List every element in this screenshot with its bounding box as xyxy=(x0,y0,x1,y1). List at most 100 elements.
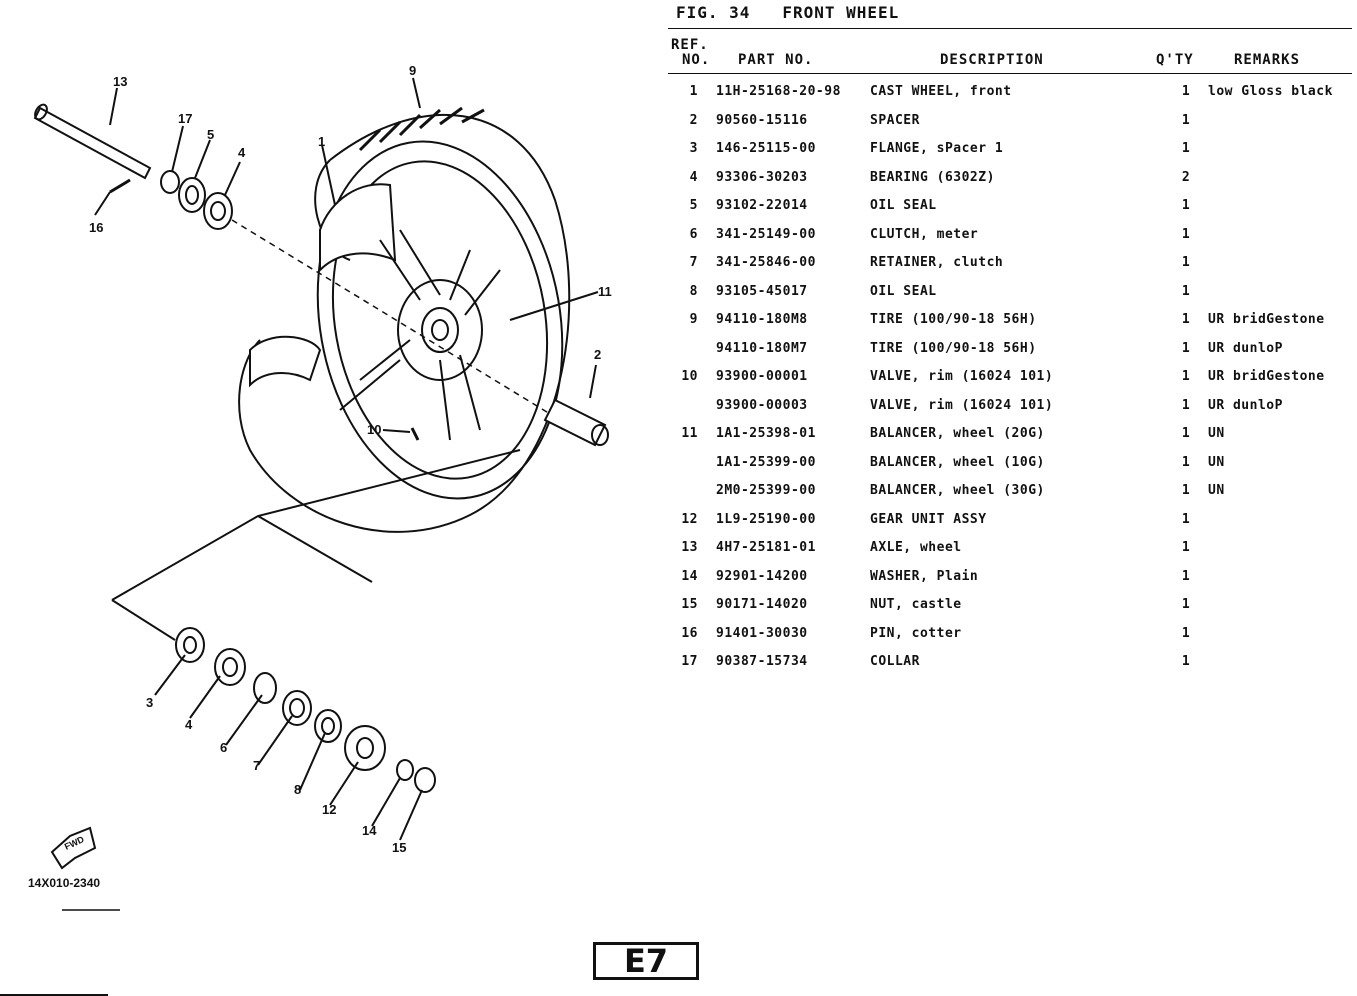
cell-ref: 3 xyxy=(689,141,698,156)
header-top-rule xyxy=(668,28,1352,29)
cell-description: FLANGE, sPacer 1 xyxy=(870,141,1004,156)
cell-description: AXLE, wheel xyxy=(870,540,962,555)
cell-qty: 1 xyxy=(1181,283,1191,299)
cell-qty: 1 xyxy=(1181,483,1191,498)
callout-16: 16 xyxy=(89,220,104,235)
cell-remarks: UN xyxy=(1208,426,1225,441)
cell-description: VALVE, rim (16024 101) xyxy=(870,397,1054,413)
cell-qty: 1 xyxy=(1181,540,1191,555)
cell-ref: 12 xyxy=(681,511,698,527)
header-description: DESCRIPTION xyxy=(940,52,1044,68)
diagram-code: 14X010-2340 xyxy=(28,876,101,890)
cell-part-no: 146-25115-00 xyxy=(716,141,816,156)
callout-11: 11 xyxy=(598,284,612,299)
table-row: 2M0-25399-00 BALANCER, wheel (30G) 1 UN xyxy=(668,483,1357,509)
cell-description: VALVE, rim (16024 101) xyxy=(870,369,1054,384)
callout-8: 8 xyxy=(294,782,302,797)
cell-remarks: UR bridGestone xyxy=(1208,369,1325,384)
header-ref-line1: REF. xyxy=(671,37,709,53)
cell-ref: 7 xyxy=(689,255,698,270)
cell-description: GEAR UNIT ASSY xyxy=(870,511,987,527)
callout-6: 6 xyxy=(220,740,228,755)
cell-qty: 1 xyxy=(1181,198,1191,213)
cell-part-no: 1L9-25190-00 xyxy=(716,511,816,527)
cell-part-no: 94110-180M7 xyxy=(716,340,808,356)
cell-qty: 1 xyxy=(1181,426,1191,441)
cell-qty: 1 xyxy=(1181,255,1191,270)
cell-description: RETAINER, clutch xyxy=(870,255,1004,270)
cell-ref: 11 xyxy=(681,426,698,441)
cell-part-no: 90560-15116 xyxy=(716,112,808,128)
cell-part-no: 92901-14200 xyxy=(716,568,808,584)
cell-part-no: 11H-25168-20-98 xyxy=(716,84,841,99)
cell-ref: 6 xyxy=(689,226,698,242)
cell-qty: 1 xyxy=(1181,369,1191,384)
cell-description: TIRE (100/90-18 56H) xyxy=(870,312,1037,327)
cell-description: WASHER, Plain xyxy=(870,568,979,584)
cell-part-no: 2M0-25399-00 xyxy=(716,483,816,498)
header-ref-line2: NO. xyxy=(682,52,711,68)
cell-part-no: 94110-180M8 xyxy=(716,312,808,327)
cell-part-no: 341-25149-00 xyxy=(716,226,816,242)
callout-5: 5 xyxy=(207,127,215,142)
callout-17: 17 xyxy=(178,111,193,126)
cell-description: NUT, castle xyxy=(870,597,962,612)
cell-part-no: 1A1-25399-00 xyxy=(716,454,816,470)
cell-ref: 13 xyxy=(681,540,698,555)
cell-ref: 17 xyxy=(681,654,698,669)
cell-remarks: UN xyxy=(1208,483,1225,498)
header-remarks: REMARKS xyxy=(1234,52,1301,68)
cell-description: COLLAR xyxy=(870,654,920,669)
cell-remarks: UR dunloP xyxy=(1208,397,1283,413)
header-bottom-rule xyxy=(668,73,1352,74)
cell-ref: 10 xyxy=(681,369,698,384)
callout-9: 9 xyxy=(409,63,417,78)
cell-qty: 1 xyxy=(1181,597,1191,612)
cell-remarks: UR dunloP xyxy=(1208,340,1283,356)
cell-description: SPACER xyxy=(870,112,920,128)
cell-ref: 4 xyxy=(689,169,698,185)
cell-qty: 2 xyxy=(1181,169,1191,185)
table-row: 17 90387-15734 COLLAR 1 xyxy=(668,654,1357,680)
cell-description: BEARING (6302Z) xyxy=(870,169,995,185)
cell-part-no: 91401-30030 xyxy=(716,625,808,641)
cell-description: BALANCER, wheel (30G) xyxy=(870,483,1045,498)
cell-qty: 1 xyxy=(1181,654,1191,669)
table-row: 3 146-25115-00 FLANGE, sPacer 1 1 xyxy=(668,141,1357,167)
callout-12: 12 xyxy=(322,802,337,817)
cell-part-no: 93306-30203 xyxy=(716,169,808,185)
cell-description: BALANCER, wheel (10G) xyxy=(870,454,1045,470)
figure-label: FIG. 34 xyxy=(676,3,751,22)
cell-qty: 1 xyxy=(1181,454,1191,470)
cell-remarks: UR bridGestone xyxy=(1208,312,1325,327)
cell-ref: 1 xyxy=(689,84,698,99)
cell-qty: 1 xyxy=(1181,625,1191,641)
header-part-no: PART NO. xyxy=(738,52,814,68)
cell-part-no: 93102-22014 xyxy=(716,198,808,213)
cell-description: CAST WHEEL, front xyxy=(870,84,1012,99)
table-row: 13 4H7-25181-01 AXLE, wheel 1 xyxy=(668,540,1357,566)
cell-description: OIL SEAL xyxy=(870,198,937,213)
cell-qty: 1 xyxy=(1181,226,1191,242)
cell-part-no: 1A1-25398-01 xyxy=(716,426,816,441)
cell-part-no: 93900-00003 xyxy=(716,397,808,413)
callout-15: 15 xyxy=(392,840,407,855)
callout-1: 1 xyxy=(318,134,326,149)
cell-part-no: 4H7-25181-01 xyxy=(716,540,816,555)
cell-qty: 1 xyxy=(1181,141,1191,156)
cell-qty: 1 xyxy=(1181,312,1191,327)
cell-ref: 14 xyxy=(681,568,698,584)
cell-part-no: 90387-15734 xyxy=(716,654,808,669)
